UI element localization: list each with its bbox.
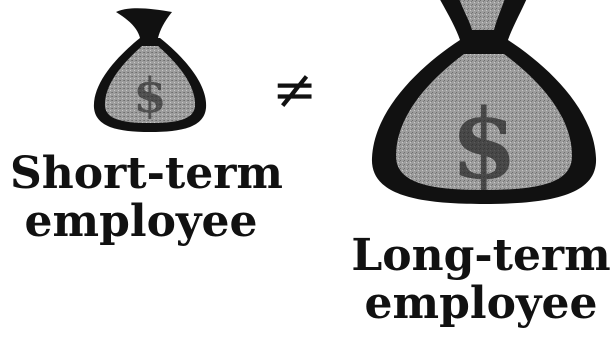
small-bag-dollar-sign: $ (133, 68, 166, 124)
short-term-label-line2: employee (24, 195, 258, 247)
small-money-bag-icon: $ (93, 8, 207, 132)
long-term-label-line2: employee (364, 277, 598, 329)
long-term-caption: Long-term employee (350, 232, 612, 327)
large-bag-dollar-sign: $ (451, 88, 518, 201)
large-money-bag-icon: $ (371, 0, 597, 204)
short-term-caption: Short-term employee (10, 148, 283, 247)
not-equal-sign: ≠ (272, 58, 318, 121)
short-term-label-line1: Short-term (10, 148, 283, 199)
long-term-label-line1: Long-term (351, 230, 611, 281)
